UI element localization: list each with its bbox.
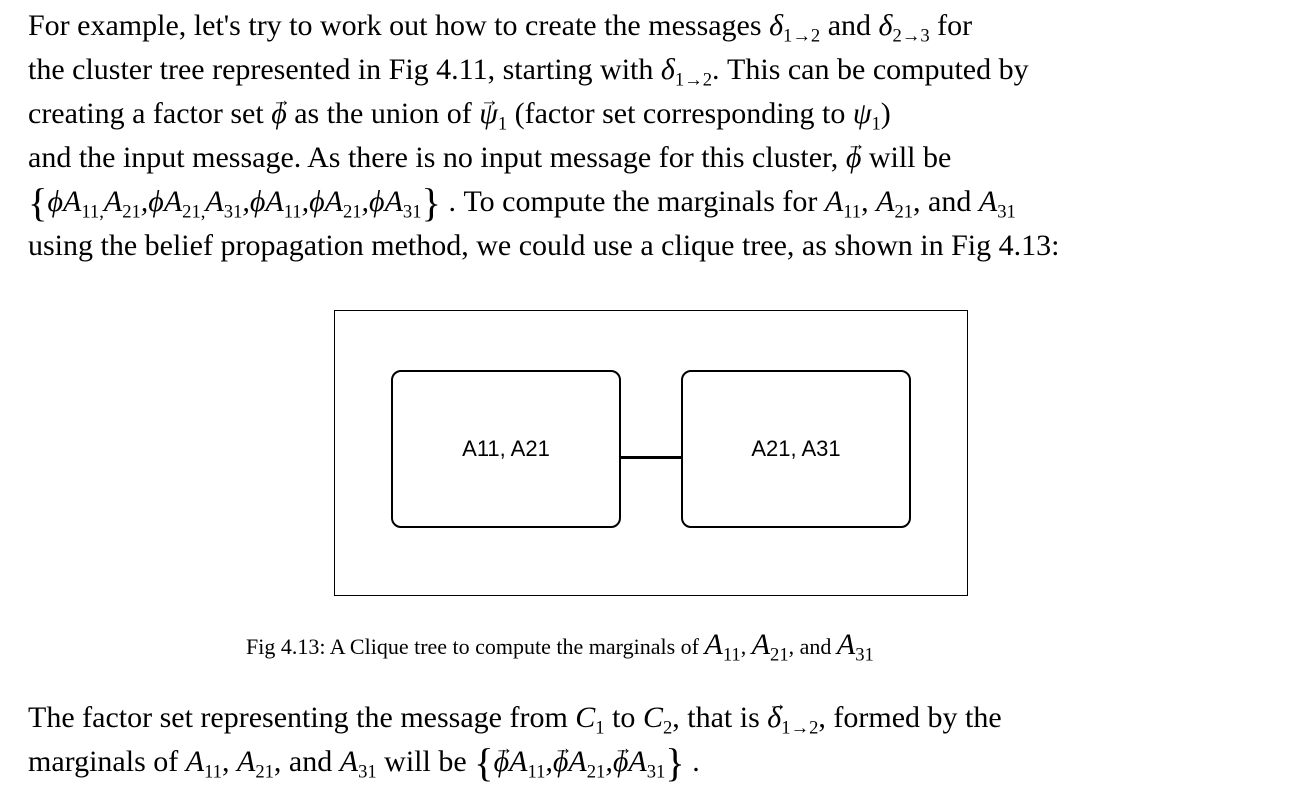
text: The factor set representing the message … bbox=[28, 701, 568, 734]
math-vec-phi: ϕ bbox=[271, 79, 290, 136]
math-vec-delta-1-2: δ1→2 bbox=[767, 683, 818, 738]
math-delta-2-3: δ2→3 bbox=[878, 9, 930, 47]
text: (factor set corresponding to bbox=[514, 97, 846, 130]
p2-line-1: The factor set representing the message … bbox=[28, 683, 1298, 740]
math-A31: A31 bbox=[978, 185, 1016, 223]
text: , and bbox=[788, 634, 832, 659]
text: marginals of bbox=[28, 745, 179, 778]
math-vec-phi: ϕ bbox=[846, 123, 865, 180]
caption-text: Fig 4.13: A Clique tree to compute the m… bbox=[246, 634, 699, 659]
text: , that is bbox=[672, 701, 760, 734]
clique-node-2-label: A21, A31 bbox=[751, 436, 841, 461]
math-A11: A11 bbox=[185, 745, 222, 783]
math-vec-psi1: ψ1 bbox=[479, 79, 507, 134]
text: creating a factor set bbox=[28, 97, 264, 130]
text: . bbox=[692, 745, 700, 778]
p1-line-4: and the input message. As there is no in… bbox=[28, 123, 1298, 180]
text: . This can be computed by bbox=[712, 53, 1029, 86]
p1-line-5: {ϕA11,A21,ϕA21,A31,ϕA11,ϕA21,ϕA31} . To … bbox=[28, 180, 1298, 224]
math-A21: A21 bbox=[751, 628, 789, 666]
text: For example, let's try to work out how t… bbox=[28, 9, 762, 42]
text: , and bbox=[913, 185, 972, 218]
math-vec-factor-set: {ϕA11,ϕA21,ϕA31} bbox=[474, 727, 685, 785]
clique-node-1: A11, A21 bbox=[391, 370, 621, 528]
paragraph-1: For example, let's try to work out how t… bbox=[28, 4, 1298, 268]
math-C1: C1 bbox=[575, 701, 605, 739]
clique-tree-figure: A11, A21 A21, A31 bbox=[334, 310, 968, 596]
p1-line-2: the cluster tree represented in Fig 4.11… bbox=[28, 48, 1298, 92]
text: , bbox=[221, 745, 230, 778]
math-A11: A11 bbox=[824, 185, 862, 223]
math-A31: A31 bbox=[836, 628, 874, 666]
p2-line-2: marginals of A11, A21, and A31 will be {… bbox=[28, 727, 1298, 785]
p1-line-6: using the belief propagation method, we … bbox=[28, 229, 1060, 262]
clique-node-1-label: A11, A21 bbox=[462, 436, 550, 461]
text: . To compute the marginals for bbox=[448, 185, 818, 218]
clique-edge bbox=[621, 456, 681, 459]
math-factor-set: {ϕA11,A21,ϕA21,A31,ϕA11,ϕA21,ϕA31} bbox=[28, 179, 441, 225]
text: the cluster tree represented in Fig 4.11… bbox=[28, 53, 654, 86]
math-A31: A31 bbox=[339, 745, 377, 783]
text: and bbox=[827, 9, 872, 42]
text: , bbox=[740, 634, 747, 659]
text: ) bbox=[880, 97, 891, 130]
math-delta-1-2: δ1→2 bbox=[660, 53, 713, 91]
math-delta-1-2: δ1→2 bbox=[769, 9, 821, 47]
text: , and bbox=[273, 745, 333, 778]
text: will be bbox=[384, 745, 467, 778]
text: will be bbox=[868, 141, 952, 174]
figure-caption: Fig 4.13: A Clique tree to compute the m… bbox=[246, 628, 874, 666]
math-A21: A21 bbox=[236, 745, 274, 783]
text: for bbox=[937, 9, 973, 42]
text: and the input message. As there is no in… bbox=[28, 141, 839, 174]
p1-line-3: creating a factor set ϕ as the union of … bbox=[28, 79, 1298, 136]
math-A21: A21 bbox=[876, 185, 914, 223]
paragraph-2: The factor set representing the message … bbox=[28, 683, 1298, 785]
clique-node-2: A21, A31 bbox=[681, 370, 911, 528]
p1-line-1: For example, let's try to work out how t… bbox=[28, 4, 1298, 48]
math-A11: A11 bbox=[704, 628, 741, 666]
text: , formed by the bbox=[818, 701, 1002, 734]
math-C2: C2 bbox=[642, 701, 673, 739]
text: , bbox=[861, 185, 869, 218]
text: as the union of bbox=[294, 97, 472, 130]
